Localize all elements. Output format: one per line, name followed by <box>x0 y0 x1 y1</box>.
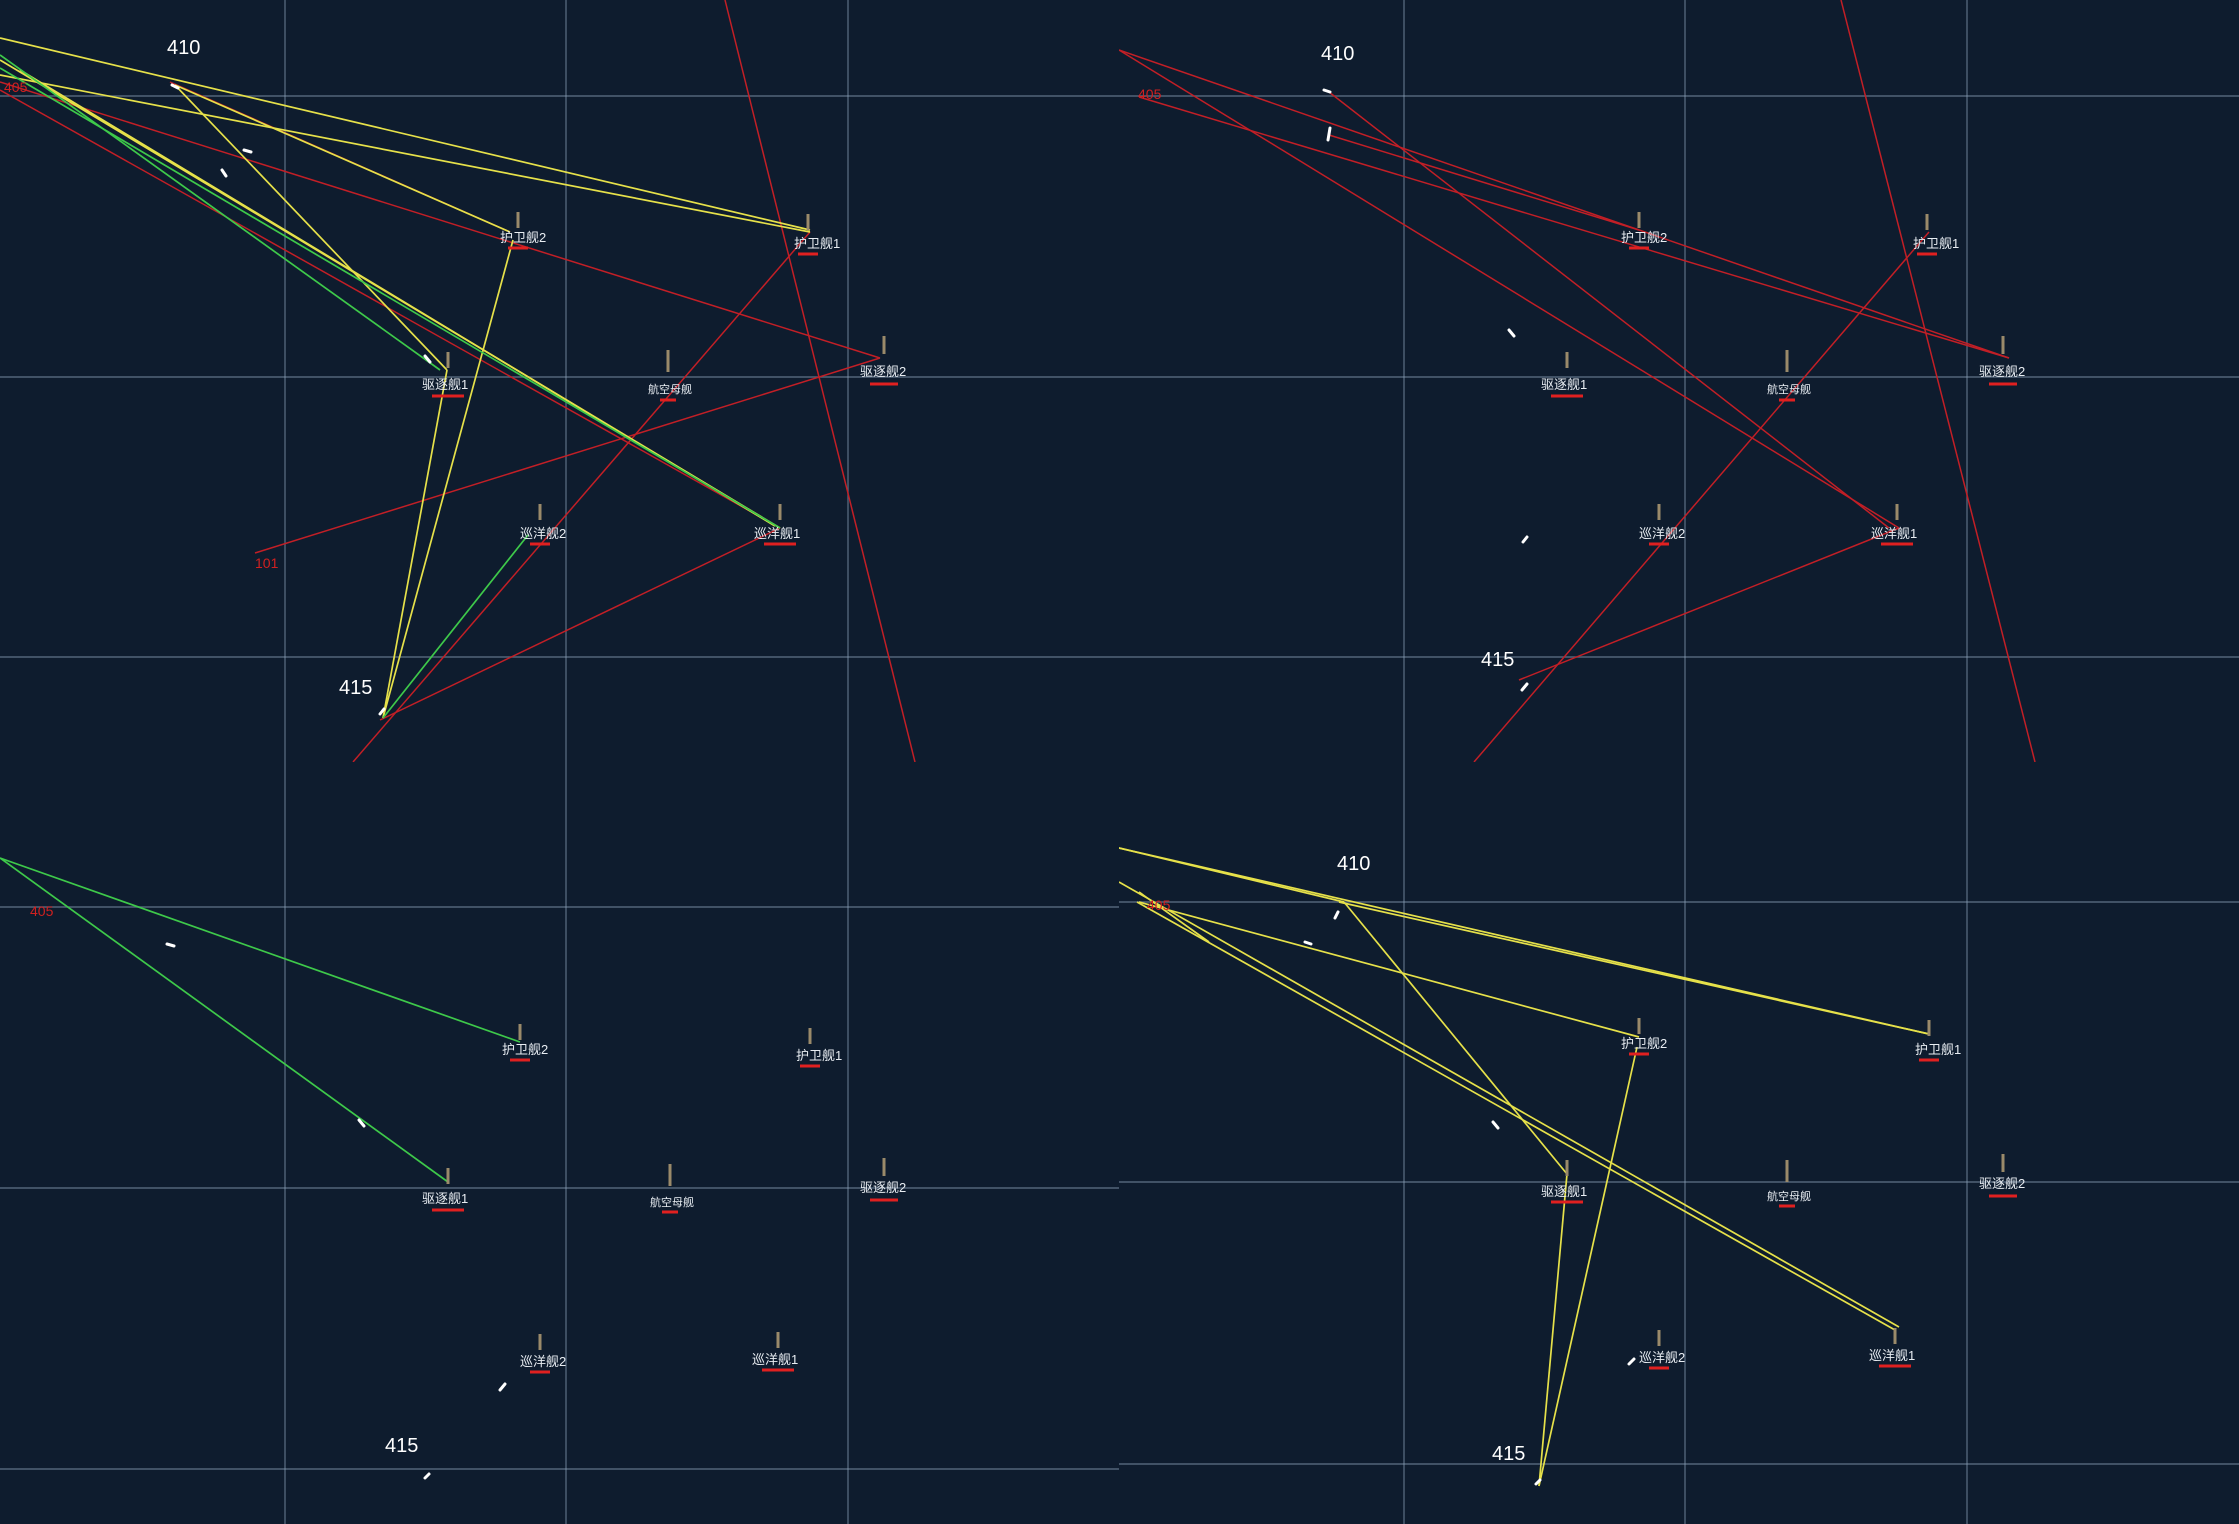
aircraft-markers <box>170 83 432 716</box>
track-number-405: 405 <box>1147 897 1171 913</box>
track-number-415: 415 <box>339 677 372 699</box>
ship-frigate1[interactable]: 护卫舰1 <box>1913 214 1959 256</box>
ship-destroyer2[interactable]: 驱逐舰2 <box>860 1158 906 1202</box>
red-track-lines <box>1119 0 2036 762</box>
ship-cruiser2[interactable]: 巡洋舰2 <box>520 1334 566 1374</box>
ship-label: 巡洋舰1 <box>1871 526 1917 541</box>
ship-label: 护卫舰2 <box>1621 1036 1667 1051</box>
ship-cruiser1[interactable]: 巡洋舰1 <box>752 1332 798 1372</box>
track-number-415: 415 <box>385 1435 418 1457</box>
map-canvas-bottom-left[interactable]: 护卫舰2 护卫舰1 驱逐舰1 航空母舰 驱逐舰2 巡洋舰2 <box>0 762 1120 1524</box>
ship-label: 航空母舰 <box>1767 382 1811 396</box>
ship-carrier[interactable]: 航空母舰 <box>1767 350 1811 402</box>
map-canvas-top-left[interactable]: 护卫舰2 护卫舰1 驱逐舰1 航空母舰 驱逐舰2 巡洋舰2 <box>0 0 1120 762</box>
ship-label: 巡洋舰2 <box>1639 526 1685 541</box>
track-number-405: 405 <box>1138 86 1162 102</box>
ship-label: 驱逐舰2 <box>860 1180 906 1195</box>
ship-label: 航空母舰 <box>650 1195 694 1209</box>
ship-label: 驱逐舰1 <box>422 377 468 392</box>
ship-label: 驱逐舰1 <box>1541 1184 1587 1199</box>
ship-label: 护卫舰1 <box>1915 1042 1961 1057</box>
ship-destroyer1[interactable]: 驱逐舰1 <box>1541 1160 1587 1204</box>
ship-label: 驱逐舰2 <box>860 364 906 379</box>
ship-label: 巡洋舰1 <box>1869 1348 1915 1363</box>
ship-label: 航空母舰 <box>1767 1189 1811 1203</box>
ship-frigate1[interactable]: 护卫舰1 <box>794 214 840 256</box>
ship-destroyer2[interactable]: 驱逐舰2 <box>1979 336 2025 386</box>
ship-label: 驱逐舰2 <box>1979 1176 2025 1191</box>
ship-cruiser1[interactable]: 巡洋舰1 <box>754 504 800 546</box>
ship-frigate2[interactable]: 护卫舰2 <box>1621 1018 1667 1056</box>
ship-label: 护卫舰1 <box>1913 236 1959 251</box>
ship-frigate1[interactable]: 护卫舰1 <box>796 1028 842 1068</box>
ship-label: 驱逐舰1 <box>422 1191 468 1206</box>
ship-frigate2[interactable]: 护卫舰2 <box>502 1024 548 1062</box>
green-track-lines <box>0 54 781 719</box>
tactical-map-bottom-left[interactable]: 护卫舰2 护卫舰1 驱逐舰1 航空母舰 驱逐舰2 巡洋舰2 <box>0 762 1120 1524</box>
ship-carrier[interactable]: 航空母舰 <box>648 350 692 402</box>
ship-label: 巡洋舰1 <box>754 526 800 541</box>
ship-destroyer1[interactable]: 驱逐舰1 <box>1541 352 1587 398</box>
ship-destroyer2[interactable]: 驱逐舰2 <box>860 336 906 386</box>
track-number-405: 405 <box>4 79 28 95</box>
track-number-410: 410 <box>1321 43 1354 65</box>
ship-label: 巡洋舰2 <box>520 1354 566 1369</box>
ship-destroyer2[interactable]: 驱逐舰2 <box>1979 1154 2025 1198</box>
ship-destroyer1[interactable]: 驱逐舰1 <box>422 1168 468 1212</box>
track-number-415: 415 <box>1492 1443 1525 1465</box>
map-canvas-top-right[interactable]: 护卫舰2 护卫舰1 驱逐舰1 航空母舰 驱逐舰2 巡洋舰2 <box>1119 0 2239 762</box>
ship-label: 护卫舰2 <box>502 1042 548 1057</box>
ship-label: 驱逐舰2 <box>1979 364 2025 379</box>
ship-destroyer1[interactable]: 驱逐舰1 <box>422 352 468 398</box>
tactical-map-top-right[interactable]: 护卫舰2 护卫舰1 驱逐舰1 航空母舰 驱逐舰2 巡洋舰2 <box>1119 0 2239 762</box>
green-track-lines <box>0 857 521 1183</box>
ship-label: 护卫舰2 <box>1621 230 1667 245</box>
ship-frigate2[interactable]: 护卫舰2 <box>500 212 546 250</box>
aircraft-markers <box>165 942 507 1480</box>
ship-cruiser2[interactable]: 巡洋舰2 <box>1639 1330 1685 1370</box>
aircraft-markers <box>1322 88 1529 692</box>
tactical-map-bottom-right[interactable]: 护卫舰2 护卫舰1 驱逐舰1 航空母舰 驱逐舰2 巡洋舰2 <box>1119 762 2239 1524</box>
ship-label: 航空母舰 <box>648 382 692 396</box>
track-number-410: 410 <box>167 37 200 59</box>
map-grid <box>1119 762 2239 1524</box>
map-grid <box>0 0 1120 762</box>
ship-label: 巡洋舰2 <box>1639 1350 1685 1365</box>
track-number-410: 410 <box>1337 853 1370 875</box>
ship-cruiser1[interactable]: 巡洋舰1 <box>1871 504 1917 546</box>
track-number-101: 101 <box>255 555 279 571</box>
map-grid <box>0 762 1120 1524</box>
map-grid <box>1119 0 2239 762</box>
ship-carrier[interactable]: 航空母舰 <box>1767 1160 1811 1208</box>
map-canvas-bottom-right[interactable]: 护卫舰2 护卫舰1 驱逐舰1 航空母舰 驱逐舰2 巡洋舰2 <box>1119 762 2239 1524</box>
ship-frigate2[interactable]: 护卫舰2 <box>1621 212 1667 250</box>
ship-label: 护卫舰1 <box>794 236 840 251</box>
yellow-track-lines <box>1119 847 1930 1487</box>
track-number-405: 405 <box>30 903 54 919</box>
ship-cruiser2[interactable]: 巡洋舰2 <box>1639 504 1685 546</box>
aircraft-markers <box>1303 910 1636 1486</box>
ship-label: 巡洋舰2 <box>520 526 566 541</box>
ship-cruiser1[interactable]: 巡洋舰1 <box>1869 1328 1915 1368</box>
ship-label: 驱逐舰1 <box>1541 377 1587 392</box>
tactical-map-top-left[interactable]: 护卫舰2 护卫舰1 驱逐舰1 航空母舰 驱逐舰2 巡洋舰2 <box>0 0 1120 762</box>
ship-label: 护卫舰1 <box>796 1048 842 1063</box>
ship-frigate1[interactable]: 护卫舰1 <box>1915 1020 1961 1062</box>
ship-cruiser2[interactable]: 巡洋舰2 <box>520 504 566 546</box>
ship-label: 巡洋舰1 <box>752 1352 798 1367</box>
track-number-415: 415 <box>1481 649 1514 671</box>
ship-carrier[interactable]: 航空母舰 <box>650 1164 694 1214</box>
ship-label: 护卫舰2 <box>500 230 546 245</box>
